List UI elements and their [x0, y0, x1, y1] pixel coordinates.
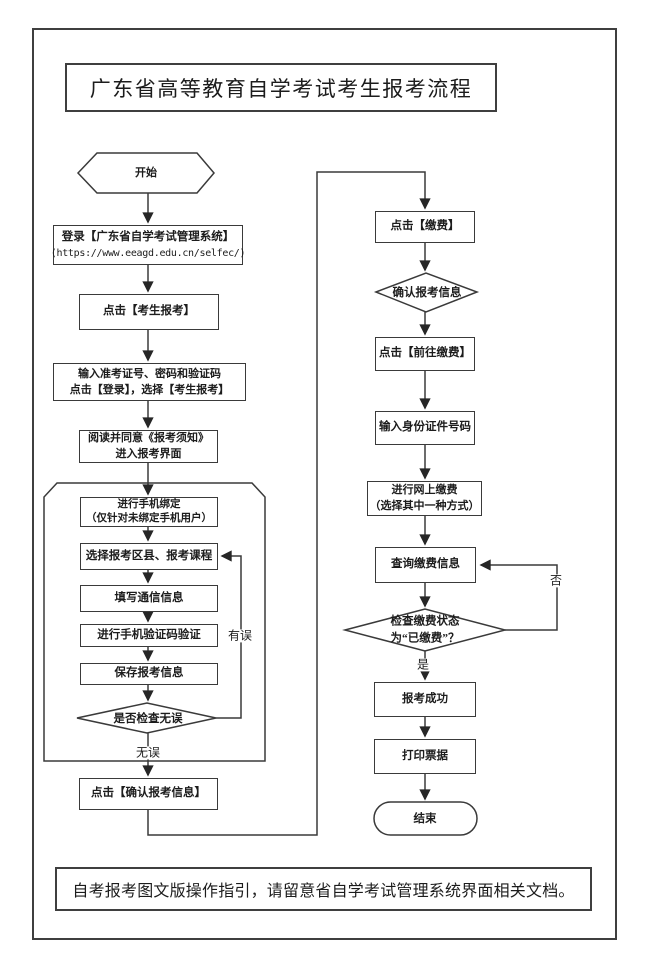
decision-check-payment-shape [342, 608, 508, 652]
decision-confirm-register-shape [373, 272, 480, 313]
step-enter-credentials: 输入准考证号、密码和验证码 点击【登录】，选择【考生报考】 [53, 363, 246, 401]
page-title: 广东省高等教育自学考试考生报考流程 [65, 63, 497, 112]
step-register-success: 报考成功 [374, 682, 476, 717]
footer-note-text: 自考报考图文版操作指引，请留意省自学考试管理系统界面相关文档。 [72, 883, 575, 900]
step-login: 登录【广东省自学考试管理系统】 (https://www.eeagd.edu.c… [50, 225, 246, 265]
decision-check-payment-label: 检查缴费状态 为“已缴费”？ [390, 615, 460, 644]
step-query-payment: 查询缴费信息 [375, 547, 476, 583]
start-terminator-label: 开始 [135, 167, 157, 180]
edge-label-no-error: 无误 [133, 745, 163, 760]
step-save-info: 保存报考信息 [80, 663, 218, 685]
step-read-notice: 阅读并同意《报考须知》 进入报考界面 [79, 430, 218, 463]
decision-check-correct-shape [76, 702, 217, 734]
step-select-district-courses: 选择报考区县、报考课程 [80, 543, 218, 570]
group-container [43, 482, 266, 762]
start-terminator-shape [76, 152, 215, 194]
decision-confirm-register-label: 确认报考信息 [392, 286, 462, 299]
edge-no-loop [479, 559, 558, 631]
step-click-pay: 点击【缴费】 [375, 211, 475, 243]
step-confirm-info: 点击【确认报考信息】 [79, 778, 218, 810]
edge-label-yes: 是 [414, 657, 432, 672]
step-sms-verify: 进行手机验证码验证 [80, 624, 218, 647]
step-pay-online: 进行网上缴费 （选择其中一种方式） [367, 481, 482, 516]
step-print-receipt: 打印票据 [374, 739, 476, 774]
page-border [32, 28, 617, 940]
edge-label-error: 有误 [225, 628, 255, 643]
edge-label-no: 否 [547, 573, 565, 588]
step-click-candidate-register: 点击【考生报考】 [79, 294, 219, 330]
step-enter-id-number: 输入身份证件号码 [375, 411, 475, 445]
decision-check-correct-label: 是否检查无误 [113, 712, 183, 725]
end-terminator-label: 结束 [413, 812, 437, 825]
end-terminator-shape [373, 801, 478, 836]
footer-note: 自考报考图文版操作指引，请留意省自学考试管理系统界面相关文档。 [55, 867, 592, 911]
page-title-text: 广东省高等教育自学考试考生报考流程 [89, 76, 473, 101]
step-login-url: (https://www.eeagd.edu.cn/selfec/) [50, 247, 246, 259]
edge-main-connector [147, 171, 431, 836]
step-go-to-pay: 点击【前往缴费】 [375, 337, 475, 371]
step-fill-contact-info: 填写通信信息 [80, 585, 218, 612]
step-bind-phone: 进行手机绑定 （仅针对未绑定手机用户） [80, 497, 218, 527]
step-login-line1: 登录【广东省自学考试管理系统】 [61, 231, 235, 244]
